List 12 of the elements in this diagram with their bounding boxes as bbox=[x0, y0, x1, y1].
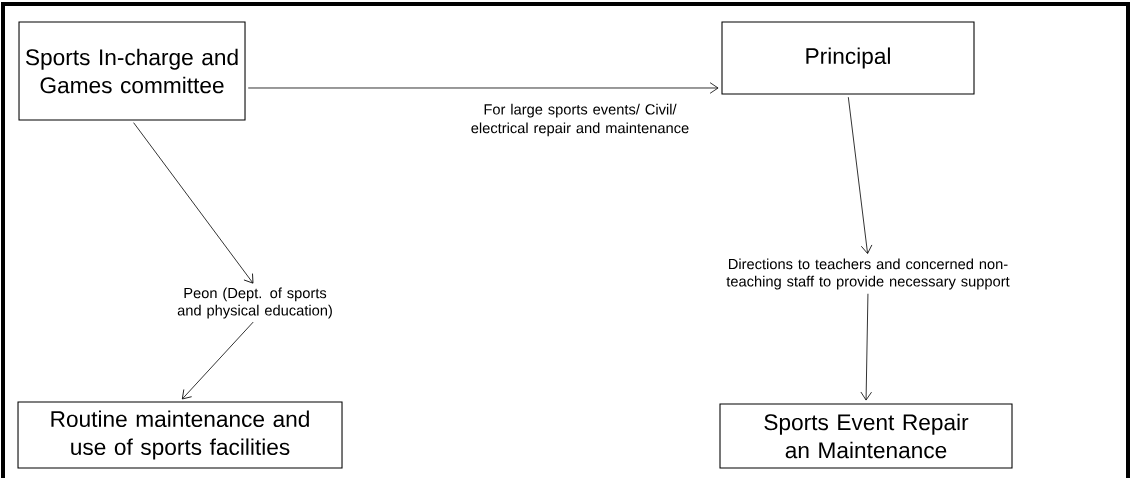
arrow bbox=[247, 82, 719, 94]
process-box: Routine maintenance and use of sports facilities bbox=[17, 401, 343, 469]
process-box: Principal bbox=[721, 21, 975, 95]
step-text: Peon (Dept. of sports and physical education) bbox=[177, 287, 332, 319]
arrow bbox=[860, 293, 872, 401]
edge-label: For large sports events/ Civil/ electrical repair and maintenance bbox=[471, 103, 689, 137]
step-text: Directions to teachers and concerned non-teaching staff to provide necessary support bbox=[726, 258, 1010, 290]
arrow bbox=[847, 96, 873, 254]
process-box: Sports Event Repair an Maintenance bbox=[719, 403, 1013, 469]
arrow bbox=[133, 122, 254, 284]
process-box: Sports In-charge and Games committee bbox=[18, 21, 246, 121]
arrow bbox=[181, 321, 254, 400]
